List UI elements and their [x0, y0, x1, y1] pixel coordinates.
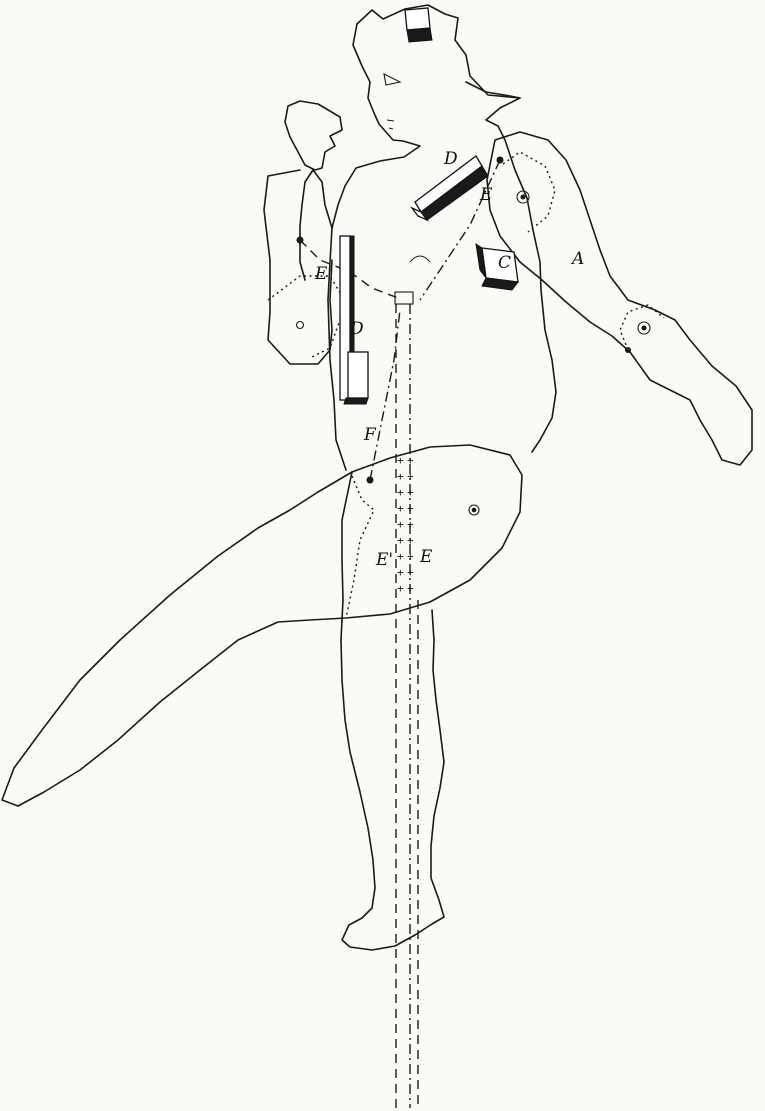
eye-mark [384, 74, 400, 85]
block-head [405, 8, 432, 42]
label-F: F [363, 425, 377, 445]
near-arm-pivot [297, 322, 304, 329]
plus-mark: + [407, 502, 414, 515]
plus-mark: + [397, 486, 404, 499]
plus-mark: + [407, 486, 414, 499]
plus-mark: + [407, 582, 414, 595]
plus-mark: + [407, 454, 414, 467]
label-E-shoulder: E [479, 185, 493, 205]
mouth-mark [387, 120, 394, 129]
plus-mark: + [397, 582, 404, 595]
plus-mark: + [397, 566, 404, 579]
rod-E-shoulder-end [497, 157, 503, 163]
hip-pivot [472, 508, 476, 512]
rod-hook [410, 256, 430, 262]
rod-hub [395, 292, 413, 304]
far-shoulder-joint-dotted [503, 152, 555, 232]
far-shoulder-pivot [521, 195, 525, 199]
label-D-left: D [349, 319, 364, 339]
hip-joint-dotted [346, 476, 374, 618]
body-outline [341, 5, 556, 950]
far-arm-outline [487, 132, 752, 465]
label-E-prime-leg: E' [375, 550, 393, 570]
plus-mark: + [407, 534, 414, 547]
plus-column: ++++++++++++++++++ [397, 454, 414, 595]
plus-mark: + [407, 566, 414, 579]
label-C: C [498, 253, 511, 273]
plus-mark: + [407, 470, 414, 483]
plus-mark: + [397, 518, 404, 531]
plus-mark: + [407, 518, 414, 531]
label-A: A [570, 249, 584, 269]
raised-leg-outline [2, 445, 522, 806]
far-elbow-pivot [642, 326, 646, 330]
plus-mark: + [397, 454, 404, 467]
rod-E-prime-arm-end [297, 237, 303, 243]
label-D-top: D [443, 149, 458, 169]
plus-mark: + [407, 550, 414, 563]
label-E-prime-arm: E' [314, 264, 332, 284]
plus-mark: + [397, 550, 404, 563]
plus-mark: + [397, 534, 404, 547]
plus-mark: + [397, 502, 404, 515]
rod-F-end [367, 477, 373, 483]
label-E-leg: E [419, 547, 433, 567]
far-elbow-anchor [626, 348, 631, 353]
plus-mark: + [397, 470, 404, 483]
face-profile [332, 24, 420, 228]
